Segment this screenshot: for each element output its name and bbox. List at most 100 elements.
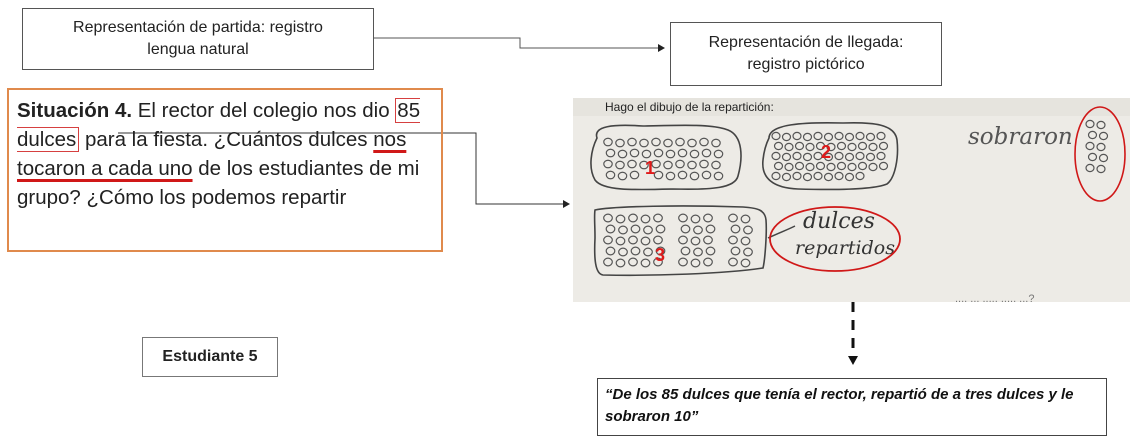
candy-circle [855,151,865,161]
candy-circle [868,142,878,152]
start-representation-line1: Representación de partida: registro [73,19,323,36]
candy-circle [687,160,697,170]
candy-circle [773,161,784,171]
candy-circle [640,214,651,224]
candy-circle [1085,141,1095,151]
photo-cropped-text: .... ... ..... ..... ...? [955,293,1034,302]
candy-circle [876,151,886,161]
candy-circle [823,152,834,162]
drawing-canvas: Hago el dibujo de la repartición: 1 2 3 … [573,98,1130,302]
candy-circle [701,170,712,180]
highlighted-quantity: 85 dulces [17,98,421,152]
candy-circle [693,225,703,235]
candy-circle [603,257,613,267]
candy-group-1: 1 [590,124,742,191]
candy-circle [678,235,688,245]
candy-circle [630,224,641,234]
candy-circle [680,224,691,234]
candy-circle [615,236,626,246]
candy-circle [1098,131,1109,141]
candy-circle [689,149,700,159]
student-quote-text: “De los 85 dulces que tenía el rector, r… [605,386,1074,425]
candy-circle [730,246,741,256]
candy-circle [677,170,688,180]
candy-circle [844,132,855,142]
candy-circle [615,138,625,148]
candy-circle [740,258,751,268]
candy-circle [640,236,651,246]
candy-circle [677,148,688,158]
group-number-1: 1 [645,158,655,178]
candy-group-2: 2 [762,121,899,191]
candy-circle [641,149,652,159]
student-label-text: Estudiante 5 [162,348,258,365]
candy-circle [1085,119,1095,129]
candy-circle [1096,164,1106,174]
candy-circle [687,138,697,148]
candy-circle [813,131,823,141]
distributed-label-line1: dulces [803,209,875,234]
candy-circle [628,213,638,223]
candy-circle [802,152,813,162]
situation-title: Situación 4. [17,99,133,122]
candy-circle [703,235,713,245]
candy-circle [628,235,638,245]
candy-circle [690,214,701,224]
situation-box: Situación 4. El rector del colegio nos d… [7,88,443,252]
candy-circle [813,171,823,181]
candy-circle [603,235,613,245]
candy-circle [618,225,628,235]
underlined-question: nos tocaron a cada uno [17,128,407,180]
candy-circle [655,224,666,234]
candy-circle [639,138,649,148]
end-representation-line2: registro pictórico [747,56,865,73]
candy-circle [834,151,844,161]
candy-circle [627,137,637,147]
end-representation-box: Representación de llegada: registro pict… [670,22,942,86]
candy-circle [740,236,751,246]
candy-circle [705,224,716,234]
candy-circle [836,141,847,151]
candy-circle [680,246,691,256]
candy-circle [802,132,813,142]
candy-circle [792,131,802,141]
candy-circle [701,148,712,158]
candy-circle [794,161,805,171]
candy-circle [705,246,716,256]
candy-circle [781,132,792,142]
candy-circle [703,213,713,223]
candy-circle [836,161,847,171]
candy-circle [603,137,613,147]
candy-circle [813,151,823,161]
candy-circle [713,149,724,159]
candy-circle [1087,130,1098,140]
candy-circle [826,142,836,152]
candy-circle [630,246,641,256]
candy-circle [663,138,673,148]
candy-circle [655,246,666,256]
situation-text-part3: de los estudiantes de mi grupo? ¿Cómo lo… [17,157,420,209]
candy-circle [743,225,753,235]
candy-circle [743,247,753,257]
candy-circle [792,151,802,161]
candy-circle [690,236,701,246]
candy-circle [629,148,640,158]
candy-circle [865,132,876,142]
candy-circle [815,161,826,171]
candy-circle [690,258,701,268]
candy-circle [617,171,628,181]
candy-circle [728,257,738,267]
candy-circle [651,159,661,169]
leftover-candies [1085,119,1109,174]
candy-circle [794,141,805,151]
candy-circle [603,213,613,223]
candy-circle [771,151,781,161]
photo-header: Hago el dibujo de la repartición: [605,100,774,114]
candy-circle [663,160,673,170]
candy-circle [1085,163,1095,173]
candy-circle [784,142,794,152]
student-label: Estudiante 5 [142,337,278,377]
candy-circle [643,225,653,235]
candy-circle [857,141,868,151]
candy-circle [815,141,826,151]
